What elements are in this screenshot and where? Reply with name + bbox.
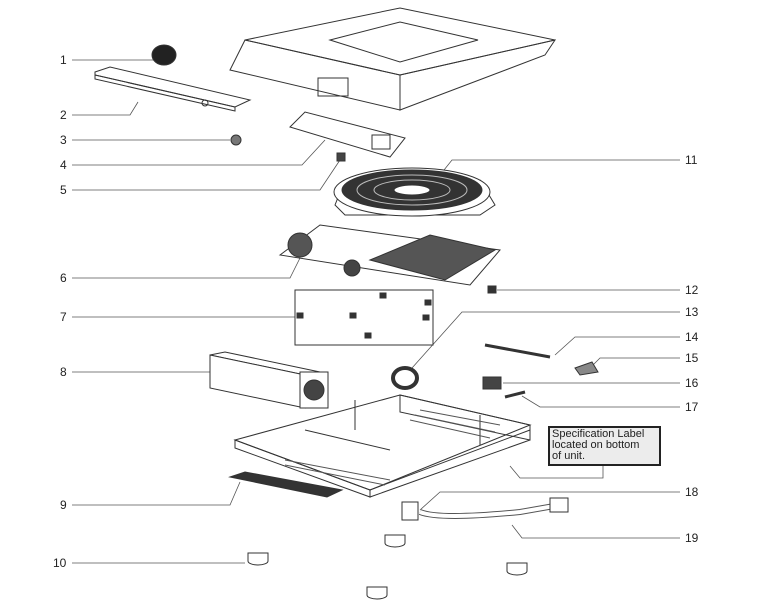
- callout-15: 15: [685, 351, 699, 365]
- insulation-plate-part: [294, 289, 434, 346]
- clip-part: [574, 361, 599, 376]
- callout-3: 3: [60, 133, 67, 147]
- plug: [549, 497, 569, 513]
- callout-14: 14: [685, 330, 699, 344]
- callout-8: 8: [60, 365, 67, 379]
- foot-part-10: [247, 552, 269, 566]
- top-housing: [229, 7, 557, 111]
- callout-12: 12: [685, 283, 699, 297]
- callout-17: 17: [685, 400, 699, 414]
- power-board-part: [278, 224, 501, 286]
- control-panel-part: [94, 66, 252, 108]
- ferrite-ring-part: [391, 366, 419, 390]
- control-board-part: [289, 111, 406, 158]
- bushing-part: [230, 134, 242, 146]
- display: [371, 134, 391, 150]
- leader-lines: [72, 59, 680, 564]
- knob-part: [151, 44, 177, 66]
- panel-screw: [201, 99, 209, 107]
- air-filter-part: [228, 471, 344, 498]
- callout-9: 9: [60, 498, 67, 512]
- callout-11: 11: [685, 153, 698, 167]
- callout-18: 18: [685, 485, 699, 499]
- switch-part: [482, 376, 502, 390]
- specification-label-note: Specification Label located on bottom of…: [548, 426, 661, 466]
- callout-4: 4: [60, 158, 67, 172]
- sensor-cable-part: [484, 343, 551, 359]
- control-panel-edge: [94, 74, 236, 112]
- callout-2: 2: [60, 108, 67, 122]
- callout-7: 7: [60, 310, 67, 324]
- plate-feet: [296, 292, 432, 339]
- callout-5: 5: [60, 183, 67, 197]
- callout-10: 10: [53, 556, 67, 570]
- rubber-feet: [247, 534, 528, 600]
- power-cord-inner: [419, 503, 561, 518]
- connector-part: [336, 152, 346, 162]
- callout-6: 6: [60, 271, 67, 285]
- induction-coil-part: [333, 167, 496, 217]
- callout-13: 13: [685, 305, 699, 319]
- callout-19: 19: [685, 531, 699, 545]
- callout-1: 1: [60, 53, 67, 67]
- fan-part: [209, 351, 329, 409]
- spec-note-line-3: of unit.: [552, 450, 586, 462]
- callout-16: 16: [685, 376, 699, 390]
- spec-note-line-1: Specification Label: [552, 428, 645, 440]
- foot-part-12: [487, 285, 497, 294]
- spec-note-line-2: located on bottom: [552, 439, 640, 451]
- strain-relief-part: [401, 501, 419, 521]
- base-chassis: [233, 394, 532, 498]
- fuse-part: [504, 390, 526, 399]
